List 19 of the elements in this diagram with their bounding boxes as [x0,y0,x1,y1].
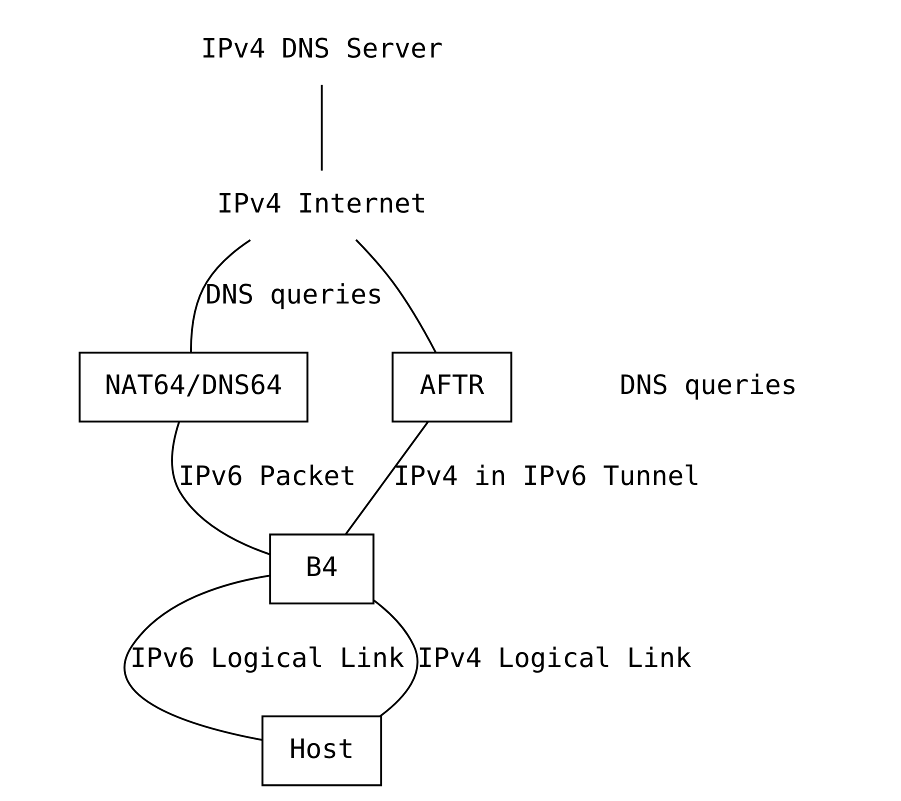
edge-label: IPv6 Logical Link [130,642,404,674]
connector [344,421,428,535]
node-box: B4 [268,534,374,604]
connector [320,84,322,171]
edge-label: DNS queries [204,279,382,310]
node-box: AFTR [391,352,512,423]
node-box: NAT64/DNS64 [78,352,308,423]
connector [372,600,418,717]
node-text: IPv4 Internet [216,188,426,220]
node-text: IPv4 DNS Server [200,33,442,64]
label: DNS queries [619,370,797,402]
edge-label: IPv6 Packet [178,461,356,492]
connector [190,239,250,352]
connector [170,422,270,556]
connector [123,574,270,741]
edge-label: IPv4 in IPv6 Tunnel [393,461,700,492]
edge-label: IPv4 Logical Link [416,642,691,674]
connector [354,239,436,353]
node-box: Host [261,715,382,786]
